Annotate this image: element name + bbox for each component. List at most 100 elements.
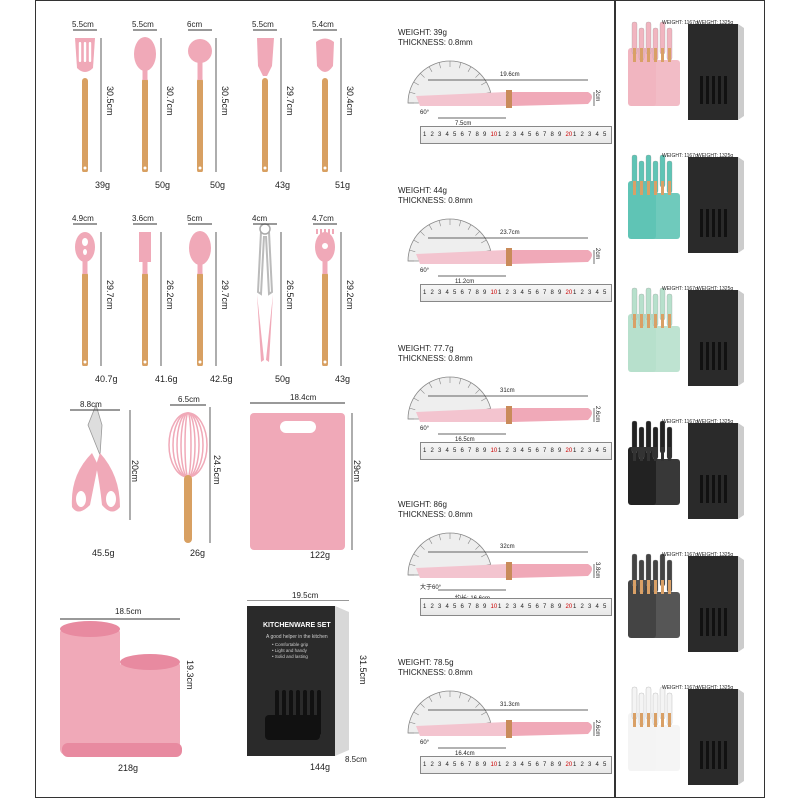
utensils_row2-weight-4: 43g [335,374,351,384]
ruler-digit: 5 [603,132,607,138]
utensils_row1-weight-2: 50g [210,180,226,190]
ruler-digit: 10 [490,604,498,610]
ruler-digit: 7 [543,762,547,768]
knife-angle-0: 60° [420,110,430,116]
ruler-digit: 1 [423,132,427,138]
knife-blade-4: 16.4cm [455,751,475,757]
utensils_row2-length-3: 26.5cm [285,280,295,310]
utensils_row1-width-0: 5.5cm [72,20,94,29]
ruler-digit: 1 [498,762,502,768]
ruler-digit: 2 [505,762,509,768]
knife-drawing-3 [407,532,595,591]
box-bullet-1: • Light and handy [272,648,307,653]
utensils_row2-spoon-2 [188,223,217,366]
variant-thumb-4 [620,536,750,661]
box-title: KITCHENWARE SET [263,622,331,629]
ruler-digit: 3 [513,604,517,610]
knife-length-4: 31.3cm [500,702,520,708]
ruler-digit: 1 [573,762,577,768]
variant-thumb-2 [620,270,750,395]
box-width: 19.5cm [292,591,319,600]
ruler-digit: 8 [550,604,554,610]
utensils_row1-width-3: 5.5cm [252,20,274,29]
utensils_row1-weight-4: 51g [335,180,351,190]
ruler-digit: 3 [588,604,592,610]
ruler-digit: 7 [468,448,472,454]
ruler-digit: 7 [468,132,472,138]
ruler-digit: 9 [558,290,562,296]
ruler-digit: 4 [445,448,449,454]
utensils_row2-brush-1 [133,223,162,366]
ruler-digit: 6 [535,604,539,610]
variant-thumb-0 [620,4,750,129]
ruler-digit: 3 [588,132,592,138]
ruler-digit: 1 [573,132,577,138]
holder-height: 19.3cm [185,660,195,690]
ruler-digit: 8 [475,290,479,296]
utensils_row1-spatula-4 [313,29,342,172]
ruler-digit: 2 [580,604,584,610]
box-weight: 144g [310,762,331,772]
utensils_row1-width-1: 5.5cm [132,20,154,29]
ruler-digit: 4 [595,762,599,768]
knife-length-1: 23.7cm [500,230,520,236]
row3-illustrations [70,402,353,550]
knife-weight-3: WEIGHT: 86g [398,500,447,509]
ruler-digit: 4 [445,290,449,296]
knife-height-3: 3.8cm [594,562,600,579]
ruler-digit: 7 [468,762,472,768]
utensils_row2-length-4: 29.2cm [345,280,355,310]
ruler-digit: 6 [535,132,539,138]
holder-width: 18.5cm [115,607,142,616]
ruler-digit: 5 [603,448,607,454]
utensils_row2-width-4: 4.7cm [312,214,334,223]
scissors-weight: 45.5g [92,548,115,558]
ruler-digit: 5 [453,762,457,768]
ruler-digit: 3 [438,132,442,138]
knife-drawing-4 [407,690,595,749]
variant-w1-3: WEIGHT: 1167g [662,419,698,425]
utensils_row1-weight-3: 43g [275,180,291,190]
knife-thickness-1: THICKNESS: 0.8mm [398,196,473,205]
ruler-digit: 20 [565,290,573,296]
ruler-digit: 4 [520,762,524,768]
ruler-digit: 1 [423,762,427,768]
utensils_row1-length-0: 30.5cm [105,86,115,116]
ruler-digit: 3 [588,762,592,768]
ruler-digit: 2 [505,604,509,610]
ruler-digit: 1 [573,290,577,296]
scissors-length: 20cm [130,460,140,483]
knife-weight-0: WEIGHT: 39g [398,28,447,37]
ruler-digit: 8 [475,448,479,454]
knife-height-4: 2.6cm [594,720,600,737]
utensils_row2-length-2: 29.7cm [220,280,230,310]
ruler-digit: 8 [475,132,479,138]
ruler-digit: 6 [460,604,464,610]
variant-w2-1: WEIGHT: 1325g [697,153,734,159]
variant-panel [615,0,765,798]
ruler-digit: 3 [513,132,517,138]
ruler-digit: 9 [483,132,487,138]
variant-w2-4: WEIGHT: 1325g [697,552,734,558]
ruler-digit: 5 [528,448,532,454]
ruler-digit: 6 [460,132,464,138]
utensils_row1-turner-3 [253,29,282,172]
ruler-digit: 4 [595,448,599,454]
ruler-digit: 1 [498,132,502,138]
ruler-digit: 8 [475,604,479,610]
utensils_row2-width-1: 3.6cm [132,214,154,223]
utensils_row2-weight-0: 40.7g [95,374,118,384]
ruler-digit: 6 [535,448,539,454]
ruler-digit: 4 [520,448,524,454]
ruler-digit: 5 [453,132,457,138]
ruler-digit: 2 [580,448,584,454]
knife-angle-4: 60° [420,740,430,746]
ruler-digit: 5 [453,448,457,454]
ruler-digit: 2 [505,132,509,138]
ruler-digit: 9 [558,604,562,610]
ruler-digit: 4 [595,132,599,138]
